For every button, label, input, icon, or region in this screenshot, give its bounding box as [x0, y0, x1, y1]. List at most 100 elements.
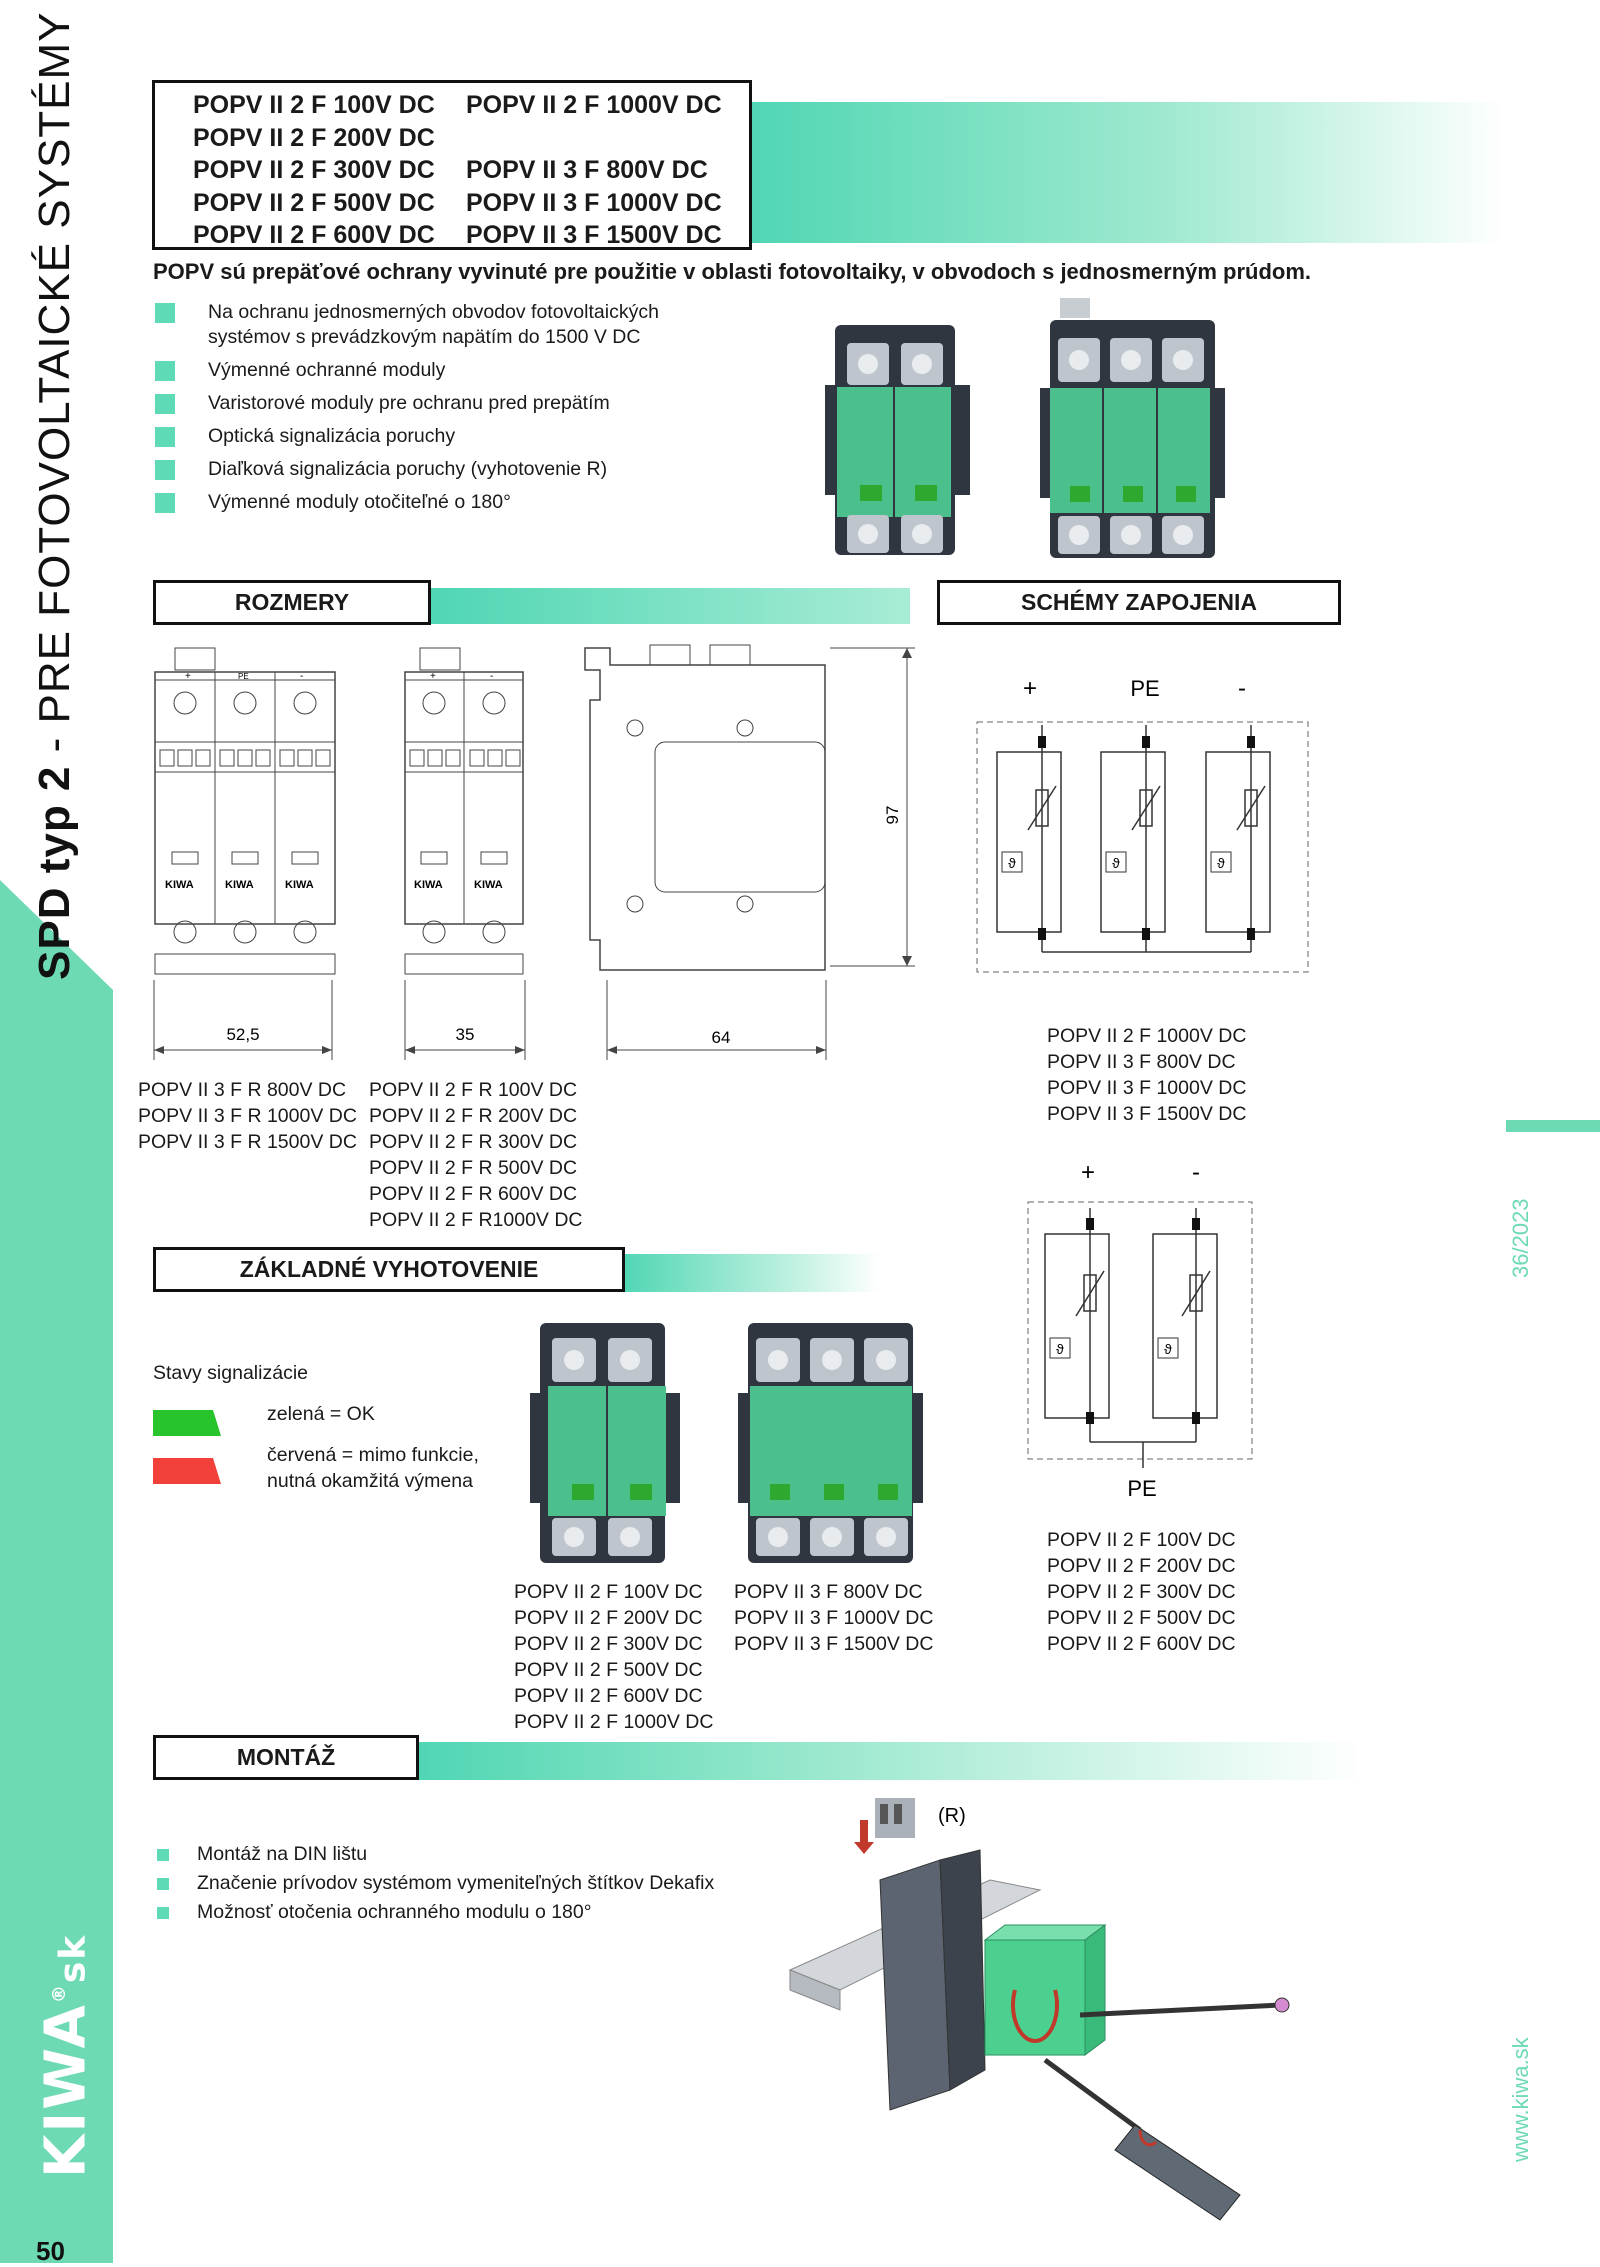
- header-gradient-bar: [745, 102, 1505, 243]
- model-item: POPV II 3 F 1000V DC: [466, 188, 722, 217]
- model-item: POPV II 3 F 1500V DC: [734, 1633, 934, 1655]
- mounting-text: Možnosť otočenia ochranného modulu o 180…: [197, 1901, 592, 1923]
- models-3pole-r-list: POPV II 3 F R 800V DC POPV II 3 F R 1000…: [138, 1077, 357, 1155]
- scheme2-models-list: POPV II 2 F 100V DC POPV II 2 F 200V DC …: [1047, 1527, 1236, 1657]
- dimension-drawing-front-3pole: + PE - KIWA KIWA KIWA: [154, 647, 336, 975]
- scheme-label-pe: PE: [1130, 676, 1159, 701]
- model-item: POPV II 2 F R 200V DC: [369, 1105, 578, 1127]
- feature-text: Optická signalizácia poruchy: [208, 425, 456, 447]
- bullet-square-icon: [155, 460, 175, 480]
- issue-date: 36/2023: [1508, 1198, 1533, 1278]
- model-item: POPV II 2 F 1000V DC: [1047, 1025, 1247, 1047]
- model-item: POPV II 2 F 500V DC: [514, 1659, 703, 1681]
- section-title-basic: ZÁKLADNÉ VYHOTOVENIE: [153, 1247, 625, 1292]
- basic-3f-models-list: POPV II 3 F 800V DC POPV II 3 F 1000V DC…: [734, 1579, 933, 1657]
- model-item: POPV II 2 F 100V DC: [514, 1581, 703, 1603]
- model-item: POPV II 2 F 200V DC: [1047, 1555, 1236, 1577]
- product-image-basic-2pole: [530, 1323, 680, 1563]
- feature-text: Výmenné ochranné moduly: [208, 359, 446, 381]
- scheme-label-pe: PE: [1127, 1476, 1156, 1501]
- section-gradient-basic: [620, 1254, 880, 1292]
- feature-text: Výmenné moduly otočiteľné o 180°: [208, 491, 511, 513]
- module-brand-label: KIWA: [414, 879, 443, 891]
- module-brand-label: KIWA: [474, 879, 503, 891]
- basic-2f-models-list: POPV II 2 F 100V DC POPV II 2 F 200V DC …: [514, 1579, 713, 1735]
- wiring-scheme-2pole: + - ϑ ϑ PE: [1027, 1159, 1253, 1501]
- status-green-label: zelená = OK: [267, 1403, 375, 1425]
- title-bold: SPD typ 2: [30, 765, 79, 980]
- status-green-swatch: [153, 1410, 221, 1436]
- kiwa-logo: KIWA®sk: [25, 1934, 99, 2178]
- model-item: POPV II 2 F 500V DC: [1047, 1607, 1236, 1629]
- model-list-col-1: POPV II 2 F 100V DC POPV II 2 F 200V DC …: [193, 89, 435, 252]
- signal-states-title: Stavy signalizácie: [153, 1362, 308, 1384]
- model-item: POPV II 2 F 100V DC: [193, 91, 435, 119]
- model-item: POPV II 2 F 300V DC: [193, 156, 435, 184]
- dimension-drawing-side: 97: [584, 644, 915, 971]
- section-title-schemes: SCHÉMY ZAPOJENIA: [937, 580, 1341, 625]
- section-gradient-dimensions: [430, 588, 910, 624]
- bullet-square-icon: [155, 394, 175, 414]
- bullet-square-icon: [157, 1907, 169, 1919]
- module-brand-label: KIWA: [165, 879, 194, 891]
- model-item: POPV II 2 F R 300V DC: [369, 1131, 578, 1153]
- model-list-box: POPV II 2 F 100V DC POPV II 2 F 200V DC …: [152, 80, 752, 250]
- model-item: POPV II 2 F 200V DC: [193, 123, 435, 152]
- title-rest: - PRE FOTOVOLTAICKÉ SYSTÉMY: [30, 11, 79, 766]
- model-item: POPV II 2 F 500V DC: [193, 188, 435, 217]
- bullet-square-icon: [157, 1878, 169, 1890]
- model-item: POPV II 2 F 300V DC: [514, 1633, 703, 1655]
- model-item: POPV II 3 F R 1500V DC: [138, 1131, 357, 1153]
- model-item: POPV II 2 F R 100V DC: [369, 1079, 578, 1101]
- dimension-lines: 52,5 35 64: [153, 980, 827, 1060]
- feature-text: Varistorové moduly pre ochranu pred prep…: [208, 392, 610, 414]
- mounting-list: Montáž na DIN lištu Značenie prívodov sy…: [155, 1840, 714, 1927]
- model-item: POPV II 3 F R 1000V DC: [138, 1105, 357, 1127]
- wiring-scheme-3pole: + PE - ϑ ϑ ϑ: [976, 675, 1309, 973]
- section-gradient-mounting: [415, 1742, 1365, 1780]
- feature-item: Optická signalizácia poruchy: [153, 424, 713, 449]
- feature-item: Diaľková signalizácia poruchy (vyhotoven…: [153, 457, 713, 482]
- scheme-label-plus: +: [1081, 1159, 1095, 1186]
- page-number: 50: [36, 2236, 65, 2266]
- logo-text: KIWA: [33, 2003, 99, 2178]
- product-image-3pole: [1040, 298, 1225, 558]
- module-brand-label: KIWA: [225, 879, 254, 891]
- model-item: POPV II 2 F R 600V DC: [369, 1183, 578, 1205]
- model-item: POPV II 3 F 1000V DC: [1047, 1077, 1247, 1099]
- model-item: POPV II 2 F 300V DC: [1047, 1581, 1236, 1603]
- left-band-slope: [0, 880, 113, 990]
- scheme1-models-list: POPV II 2 F 1000V DC POPV II 3 F 800V DC…: [1047, 1023, 1246, 1127]
- bullet-square-icon: [157, 1849, 169, 1861]
- terminal-label-minus: -: [300, 671, 303, 682]
- mounting-illustration: (R): [788, 1798, 1290, 2221]
- model-item: POPV II 3 F R 800V DC: [138, 1079, 347, 1101]
- bullet-square-icon: [155, 361, 175, 381]
- dimension-width-2pole: 35: [456, 1025, 475, 1044]
- dimension-width-3pole: 52,5: [226, 1025, 259, 1044]
- model-item: POPV II 3 F 800V DC: [734, 1581, 923, 1603]
- thermal-symbol: ϑ: [1008, 855, 1016, 871]
- module-brand-label: KIWA: [285, 879, 314, 891]
- feature-text: Na ochranu jednosmerných obvodov fotovol…: [208, 301, 659, 348]
- bullet-square-icon: [155, 427, 175, 447]
- thermal-symbol: ϑ: [1164, 1341, 1172, 1357]
- model-item: POPV II 2 F 600V DC: [193, 221, 435, 249]
- status-red-label-line2: nutná okamžitá výmena: [267, 1470, 473, 1492]
- scheme-label-minus: -: [1192, 1159, 1200, 1186]
- scheme-label-plus: +: [1023, 675, 1037, 702]
- thermal-symbol: ϑ: [1217, 855, 1225, 871]
- rotate-arrow-icon: [1011, 1989, 1059, 2043]
- model-item: POPV II 2 F R1000V DC: [369, 1209, 583, 1231]
- dimension-height-value: 97: [883, 806, 902, 825]
- terminal-label-pe: PE: [238, 672, 249, 681]
- model-item: POPV II 3 F 800V DC: [1047, 1051, 1236, 1073]
- twist-arrow-icon: [1138, 2129, 1158, 2147]
- remote-variant-label: (R): [938, 1805, 966, 1827]
- model-item: POPV II 2 F 200V DC: [514, 1607, 703, 1629]
- vertical-page-title: SPD typ 2 - PRE FOTOVOLTAICKÉ SYSTÉMY: [10, 11, 100, 980]
- product-image-2pole: [825, 325, 970, 555]
- model-item: [466, 122, 722, 155]
- model-item: POPV II 2 F 1000V DC: [466, 91, 722, 119]
- model-item: POPV II 2 F 100V DC: [1047, 1529, 1236, 1551]
